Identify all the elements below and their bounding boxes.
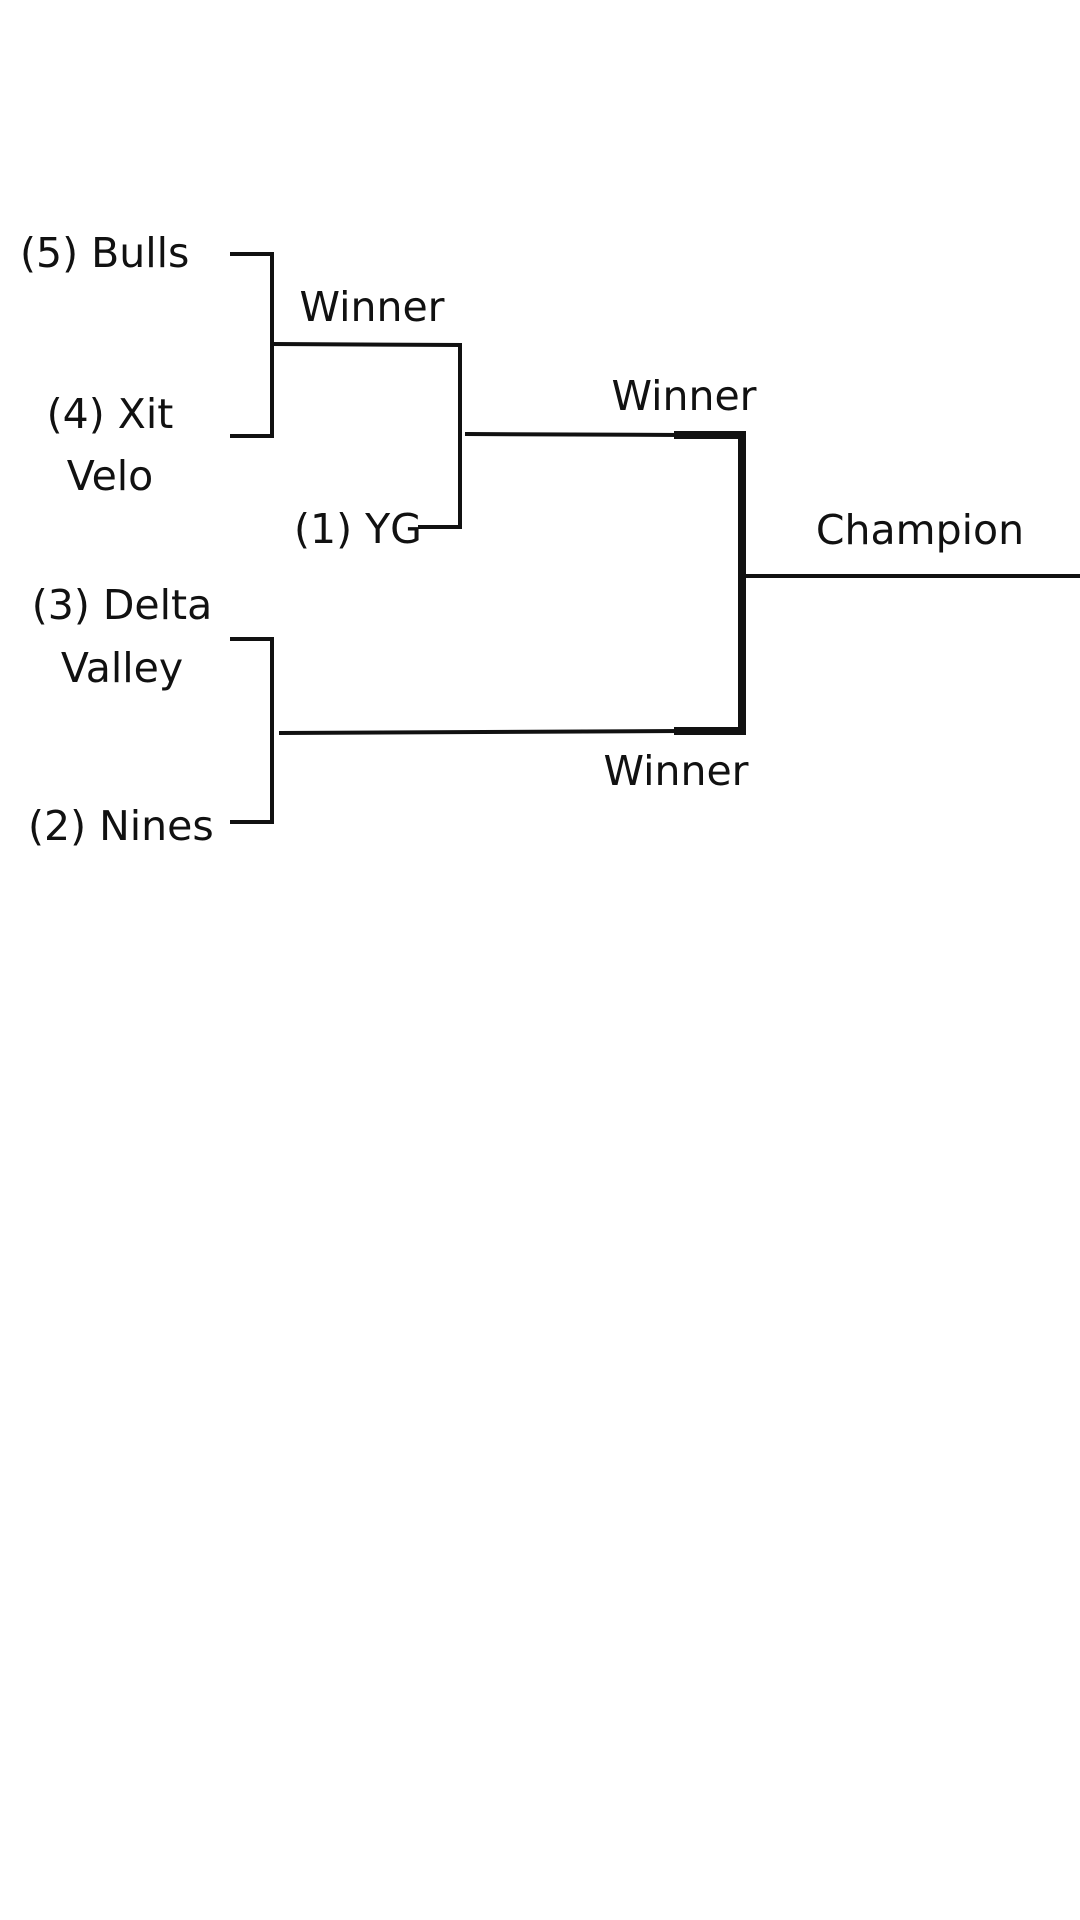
champion-label: Champion xyxy=(815,506,1025,554)
semifinal-top-winner-label: Winner xyxy=(611,372,757,420)
team-yg: (1) YG xyxy=(294,505,422,553)
bracket-connector-final xyxy=(674,431,746,735)
team-delta-valley-line1: (3) Delta xyxy=(31,581,213,629)
team-xit-velo-line2: Velo xyxy=(66,452,154,500)
team-xit-velo-line1: (4) Xit xyxy=(46,390,174,438)
bracket-connector-deltavalley-nines xyxy=(230,637,274,824)
semifinal-bottom-winner-label: Winner xyxy=(603,747,749,795)
bracket-connector-semifinal-bottom xyxy=(278,728,683,736)
round1-winner-label: Winner xyxy=(299,283,445,331)
team-delta-valley-line2: Valley xyxy=(60,644,184,692)
bracket-connector-semifinal-top xyxy=(464,431,683,438)
team-nines: (2) Nines xyxy=(28,802,214,850)
team-bulls: (5) Bulls xyxy=(20,229,190,277)
bracket-connector-round1-winner xyxy=(271,341,462,529)
bracket-connector-bulls-xitvelo xyxy=(230,252,274,438)
